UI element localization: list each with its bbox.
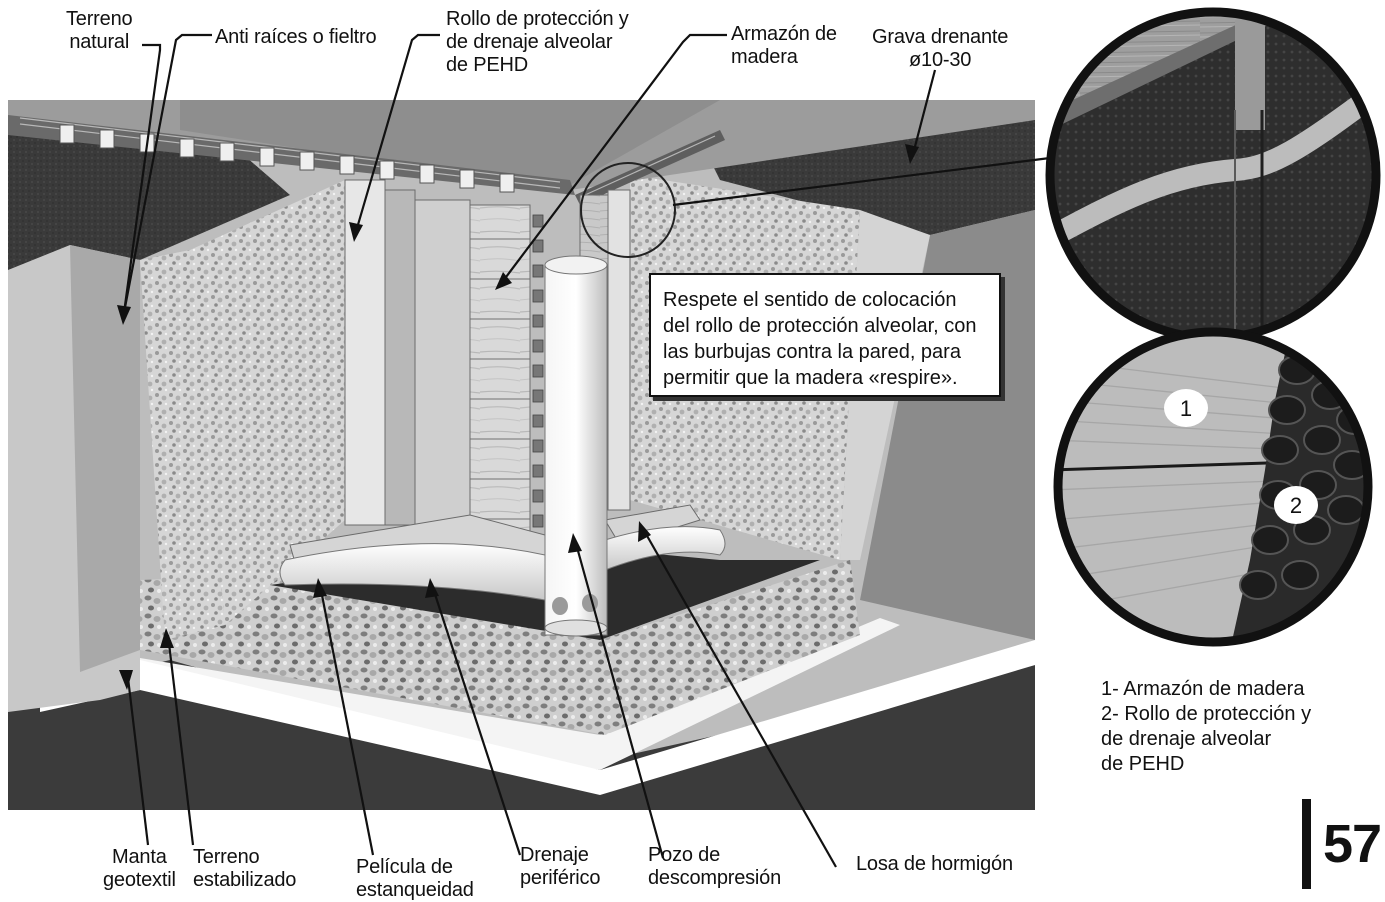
marker-1: 1	[1164, 389, 1208, 427]
page-number-bar	[1302, 799, 1311, 889]
label-manta-geotextil: Manta geotextil	[103, 846, 176, 891]
callout-note: Respete el sentido de colocación del rol…	[649, 273, 1001, 397]
label-terreno-estabilizado: Terreno estabilizado	[193, 846, 297, 891]
label-terreno-natural: Terreno natural	[66, 8, 133, 53]
detail-circle-wood-bubbles	[1053, 327, 1373, 647]
label-pozo-descompresion: Pozo de descompresión	[648, 844, 782, 889]
marker-1-text: 1	[1180, 396, 1192, 421]
legend-item-2: 2- Rollo de protección y de drenaje alve…	[1101, 703, 1312, 775]
legend-item-1: 1- Armazón de madera	[1101, 678, 1305, 700]
marker-2: 2	[1274, 486, 1318, 524]
label-armazon-madera: Armazón de madera	[731, 23, 837, 68]
label-drenaje-periferico: Drenaje periférico	[520, 844, 601, 889]
label-anti-raices: Anti raíces o fieltro	[215, 26, 377, 48]
label-rollo-proteccion: Rollo de protección y de drenaje alveola…	[446, 8, 629, 76]
marker-2-text: 2	[1290, 493, 1302, 518]
page-number: 57	[1323, 814, 1382, 874]
label-losa-hormigon: Losa de hormigón	[856, 853, 1013, 875]
label-grava-drenante: Grava drenante ø10-30	[872, 26, 1009, 71]
label-pelicula-estanqueidad: Película de estanqueidad	[356, 856, 474, 901]
